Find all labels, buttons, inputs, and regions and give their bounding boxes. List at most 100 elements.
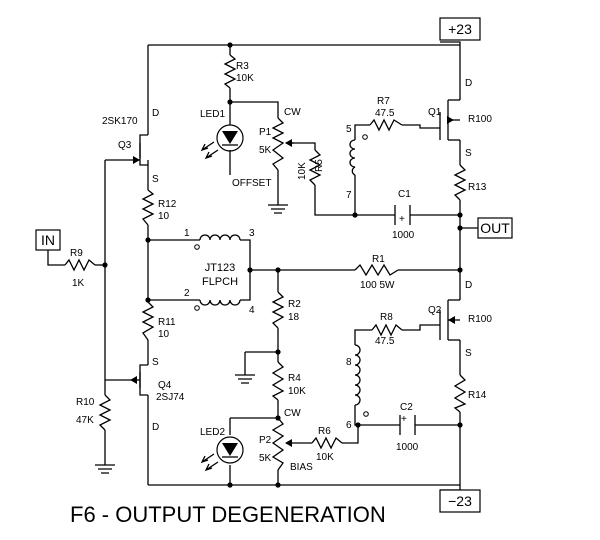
label-pin1: 1 [184,228,190,239]
resistor-r10 [98,394,112,431]
label-r6-value: 10K [316,452,334,463]
resistor-r3 [223,54,237,89]
label-led1: LED1 [200,109,225,120]
label-q3-s: S [152,174,159,185]
transistor-q3 [130,134,148,166]
transformer-jt123 [194,234,241,311]
label-pin4: 4 [249,305,255,316]
label-t1-ref: JT123 [205,262,236,274]
label-r3-value: 10K [236,73,254,84]
rail-pos: +23 [439,17,481,41]
rail-neg: −23 [439,489,481,513]
label-r12-value: 10 [158,211,170,222]
led2 [200,436,244,472]
svg-text:OUT: OUT [480,220,510,236]
resistor-r12 [141,189,155,226]
label-p2-cw: CW [284,408,301,419]
label-r12-ref: R12 [158,199,177,210]
ground-symbol [268,204,288,214]
label-r14: R14 [468,390,487,401]
label-q1-d: D [465,78,472,89]
svg-text:IN: IN [41,232,55,248]
label-q1-s: S [465,148,472,159]
label-r1-value: 100 5W [360,280,395,291]
label-r9-value: 1K [72,278,85,289]
transistor-q2 [439,299,460,341]
label-c1-value: 1000 [392,230,415,241]
label-r7-ref: R7 [377,96,390,107]
diagram-title: F6 - OUTPUT DEGENERATION [70,502,386,527]
label-pin6: 6 [346,420,352,431]
label-r2-value: 18 [288,312,300,323]
label-r4-value: 10K [288,386,306,397]
label-pin2: 2 [184,288,190,299]
label-p1-note: OFFSET [232,178,271,189]
led1 [200,124,244,160]
label-p2-note: BIAS [290,462,313,473]
label-r10-value: 47K [76,415,94,426]
label-r6-ref: R6 [318,426,331,437]
ground-symbol [95,464,115,474]
label-pin5: 5 [346,124,352,135]
label-q3-ref: Q3 [118,140,132,151]
resistor-r2 [271,291,285,329]
label-c2-plus: + [401,414,407,425]
transistor-q1 [439,99,460,141]
label-q2-part: R100 [468,314,492,325]
resistor-r1 [354,263,399,277]
wires [47,41,478,491]
label-q4-s: S [152,357,159,368]
label-q4-d: D [152,422,159,433]
transistor-q4 [130,364,148,396]
port-out: OUT [477,217,513,239]
resistor-r14 [453,374,467,413]
pot-p1 [271,117,294,171]
label-r2-ref: R2 [288,299,301,310]
label-c2-value: 1000 [396,442,419,453]
resistor-r7 [369,118,403,132]
label-led2: LED2 [200,427,225,438]
label-c1-ref: C1 [398,189,411,200]
resistor-r11 [141,301,155,341]
svg-text:+23: +23 [448,21,472,37]
label-r3-ref: R3 [236,61,249,72]
label-q2-d: D [465,280,472,291]
resistor-r5 [308,149,322,186]
label-q4-ref: Q4 [158,380,172,391]
resistor-r13 [453,164,467,201]
label-r10-ref: R10 [76,397,95,408]
label-r4-ref: R4 [288,373,301,384]
pot-p2 [271,417,292,471]
label-c1-plus: + [399,214,405,225]
port-in: IN [35,229,61,251]
label-p1-value: 5K [259,145,272,156]
resistor-r8 [371,323,403,337]
resistor-r6 [311,436,343,450]
label-q3-d: D [152,108,159,119]
label-r5-ref: R5 [314,159,325,172]
label-pin8: 8 [346,357,352,368]
label-p2-value: 5K [259,453,272,464]
label-q1-part: R100 [468,114,492,125]
label-r9-ref: R9 [70,248,83,259]
coil-5-7 [349,134,368,176]
label-q3-part: 2SK170 [102,116,138,127]
label-r8-value: 47.5 [375,336,395,347]
label-c2-ref: C2 [400,402,413,413]
label-pin7: 7 [346,190,352,201]
coil-8-6 [354,344,369,426]
label-p1-ref: P1 [259,127,272,138]
label-t1-part: FLPCH [202,276,238,288]
resistor-r9 [64,258,96,272]
label-pin3: 3 [249,228,255,239]
capacitor-c1 [394,205,411,225]
label-q2-s: S [465,348,472,359]
label-r8-ref: R8 [380,312,393,323]
capacitor-c2 [399,415,416,435]
label-r13: R13 [468,182,487,193]
ground-symbol [235,374,255,384]
label-r11-value: 10 [158,329,170,340]
label-r7-value: 47.5 [375,108,395,119]
labels: R3 10K LED1 CW P1 5K OFFSET R5 10K R7 47… [70,61,492,527]
